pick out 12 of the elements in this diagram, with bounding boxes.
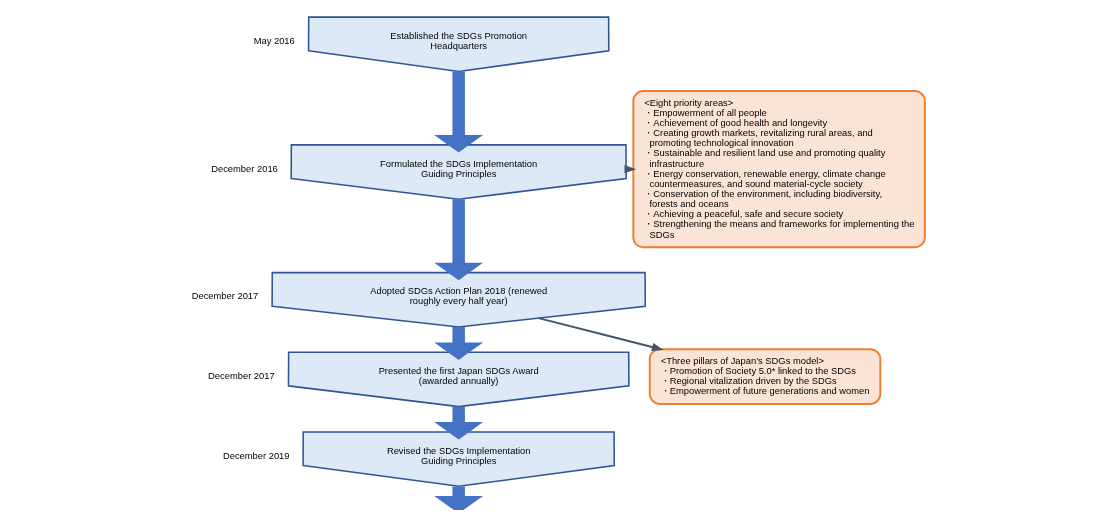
node-label: December 2016 <box>211 163 278 174</box>
node-box: <Three pillars of Japan’s SDGs model> ・Promotion of Society 5.0* linked to the SDGs ・Regional vitalization driven by the SDGs ・Empowerment of future generations and women <box>648 348 882 405</box>
arrow <box>434 406 484 440</box>
arrow <box>537 317 664 352</box>
arrow <box>434 71 484 153</box>
node-label: May 2016 <box>253 35 295 46</box>
arrow <box>434 199 484 281</box>
node-box: <Eight priority areas> ・Empowerment of all people ・Achievement of good health and longevity ・Creating growth markets, revitalizing rural areas, and promoting technological innovation ・Sustainable and resilient land use and promoting quality infrastructure ・Energy conservation, renewable energy, climate change countermeasures, and sound material-cycle society ・Conservation of the environment, including biodiversity, forests and oceans ・Achieving a peaceful, safe and secure society ・Strengthening the means and frameworks for implementing the SDGs <box>632 90 926 249</box>
node-label: December 2017 <box>208 371 275 382</box>
node-label: December 2017 <box>191 291 259 302</box>
node-label: December 2019 <box>222 450 290 461</box>
arrow <box>434 327 484 360</box>
